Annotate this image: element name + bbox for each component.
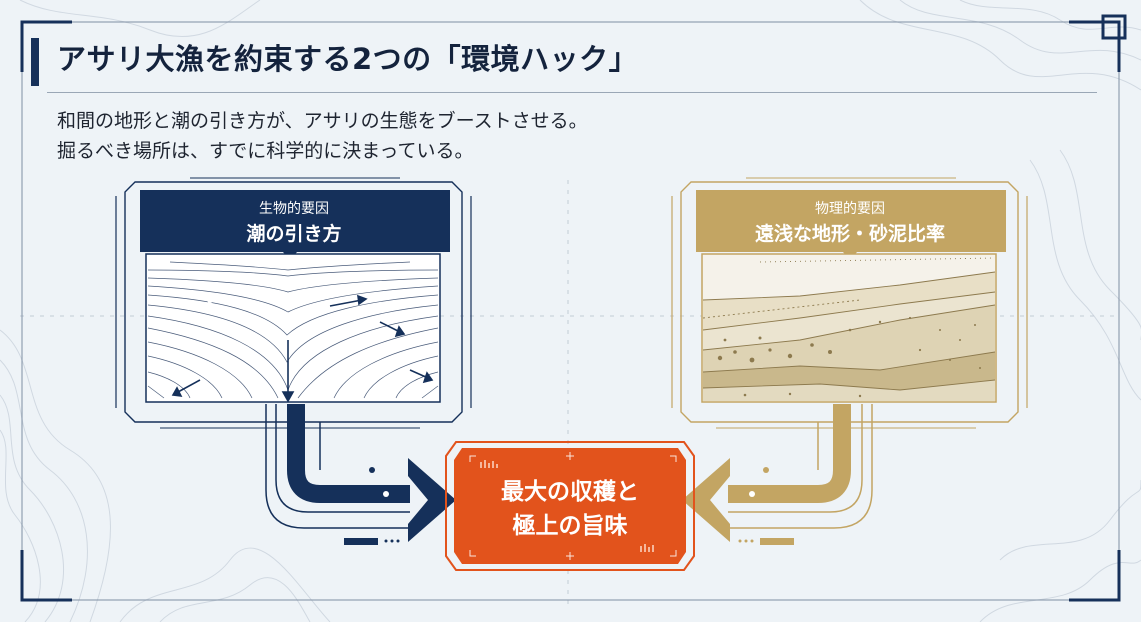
frame-rail <box>21 21 1120 601</box>
left-panel-category: 生物的要因 <box>259 201 329 217</box>
result-line-1: 最大の収穫と <box>501 479 639 505</box>
left-connector-details <box>344 467 400 545</box>
right-panel-header <box>696 190 1006 260</box>
sediment-grains <box>717 316 981 398</box>
frame-corner-mark <box>1101 14 1127 40</box>
subtitle-line-1: 和間の地形と潮の引き方が、アサリの生態をブーストさせる。 <box>57 110 588 132</box>
left-panel-header <box>140 190 450 260</box>
result-box <box>454 448 686 564</box>
right-panel-heading: 遠浅な地形・砂泥比率 <box>754 223 945 245</box>
sediment-layers <box>703 272 995 401</box>
left-big-arrow <box>408 458 456 542</box>
outer-frame <box>20 20 1121 602</box>
left-connector-arrows <box>265 404 420 529</box>
right-big-arrow <box>682 458 730 542</box>
left-panel-label: 生物的要因 潮の引き方 <box>148 200 440 247</box>
result-label: 最大の収穫と 極上の旨味 <box>462 475 678 543</box>
title-accent-bar <box>31 38 39 86</box>
subtitle-line-2: 掘るべき場所は、すでに科学的に決まっている。 <box>57 140 474 162</box>
subtitle: 和間の地形と潮の引き方が、アサリの生態をブーストさせる。 掘るべき場所は、すでに… <box>57 106 588 166</box>
result-line-2: 極上の旨味 <box>512 513 628 539</box>
right-connector-arrows <box>718 404 873 529</box>
tidal-flow-arrows <box>171 294 434 403</box>
right-connector-details <box>738 467 794 545</box>
result-box-details <box>469 452 677 560</box>
right-panel-category: 物理的要因 <box>815 201 885 217</box>
flow-highlight <box>207 297 213 303</box>
result-box-bars <box>480 460 654 552</box>
right-panel <box>671 177 1028 429</box>
right-panel-label: 物理的要因 遠浅な地形・砂泥比率 <box>704 200 996 247</box>
left-panel-heading: 潮の引き方 <box>246 223 342 245</box>
title-divider <box>47 92 1097 93</box>
result-box-outline <box>445 441 695 571</box>
tidal-flow-lines <box>147 261 439 399</box>
page-title: アサリ大漁を約束する2つの「環境ハック」 <box>57 42 639 76</box>
